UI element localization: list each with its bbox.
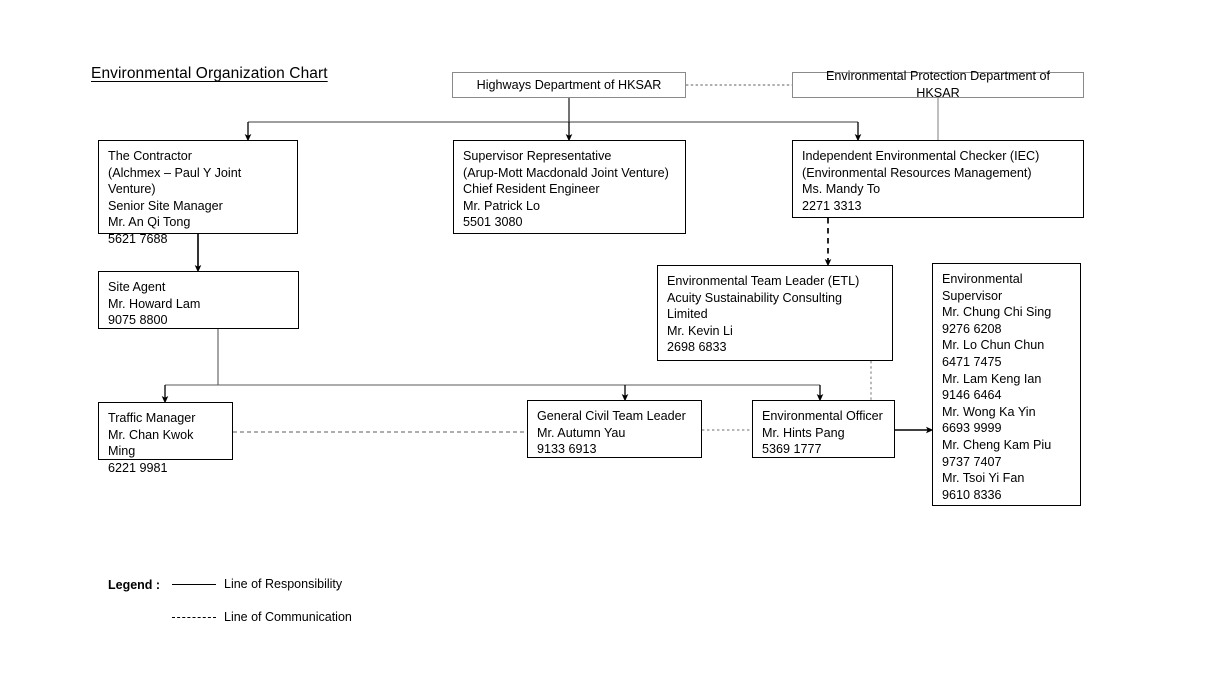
node-independent-environmental-checker[interactable]: Independent Environmental Checker (IEC) … xyxy=(792,140,1084,218)
legend-responsibility-label: Line of Responsibility xyxy=(224,577,343,591)
page-title: Environmental Organization Chart xyxy=(91,65,328,82)
solid-line-swatch-icon xyxy=(172,584,216,585)
node-supervisor-representative[interactable]: Supervisor Representative (Arup-Mott Mac… xyxy=(453,140,686,234)
legend-row-communication: Line of Communication xyxy=(172,610,352,624)
node-site-agent[interactable]: Site Agent Mr. Howard Lam 9075 8800 xyxy=(98,271,299,329)
legend-label: Legend : xyxy=(108,578,161,592)
node-the-contractor[interactable]: The Contractor (Alchmex – Paul Y Joint V… xyxy=(98,140,298,246)
node-highways-department[interactable]: Highways Department of HKSAR xyxy=(452,72,686,98)
node-environmental-officer[interactable]: Environmental Officer Mr. Hints Pang 536… xyxy=(752,400,895,458)
node-general-civil-team-leader[interactable]: General Civil Team Leader Mr. Autumn Yau… xyxy=(527,400,702,458)
node-environmental-team-leader[interactable]: Environmental Team Leader (ETL) Acuity S… xyxy=(657,265,893,361)
node-environmental-supervisor[interactable]: Environmental Supervisor Mr. Chung Chi S… xyxy=(932,263,1081,506)
node-traffic-manager[interactable]: Traffic Manager Mr. Chan Kwok Ming 6221 … xyxy=(98,402,233,475)
node-environmental-protection-department[interactable]: Environmental Protection Department of H… xyxy=(792,69,1084,100)
dashed-line-swatch-icon xyxy=(172,617,216,618)
legend-row-responsibility: Line of Responsibility xyxy=(172,577,342,591)
legend-communication-label: Line of Communication xyxy=(224,610,352,624)
